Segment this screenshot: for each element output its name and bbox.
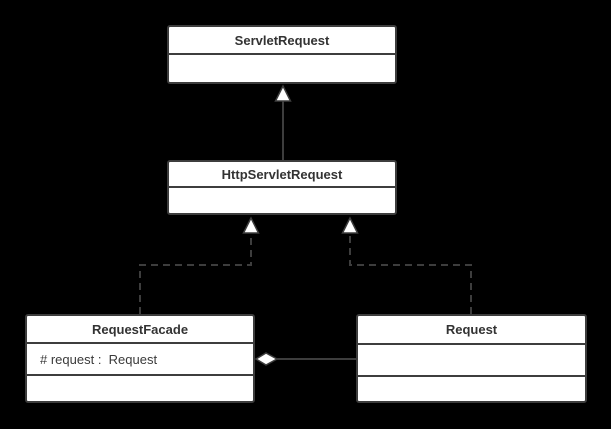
class-empty-compartment: [27, 376, 253, 401]
class-attribute-request: # request : Request: [27, 344, 253, 376]
class-title: ServletRequest: [169, 27, 395, 55]
class-node-httpservletrequest[interactable]: HttpServletRequest: [167, 160, 397, 215]
class-node-requestfacade[interactable]: RequestFacade # request : Request: [25, 314, 255, 403]
class-empty-compartment: [169, 55, 395, 82]
class-title: RequestFacade: [27, 316, 253, 344]
class-empty-compartment: [358, 345, 585, 377]
realization-arrow-requestfacade-to-httpservletrequest: [139, 216, 260, 314]
hollow-triangle-arrowhead-icon: [242, 216, 260, 234]
class-empty-compartment: [169, 188, 395, 213]
class-node-request[interactable]: Request: [356, 314, 587, 403]
generalization-arrow-httpservletrequest-to-servletrequest: [274, 84, 292, 160]
class-title: HttpServletRequest: [169, 162, 395, 188]
aggregation-link-requestfacade-request: [254, 352, 356, 366]
class-empty-compartment: [358, 377, 585, 401]
class-title: Request: [358, 316, 585, 345]
hollow-diamond-icon: [254, 352, 279, 366]
realization-arrow-request-to-httpservletrequest: [341, 216, 472, 314]
hollow-triangle-arrowhead-icon: [341, 216, 359, 234]
hollow-triangle-arrowhead-icon: [274, 84, 292, 102]
class-node-servletrequest[interactable]: ServletRequest: [167, 25, 397, 84]
